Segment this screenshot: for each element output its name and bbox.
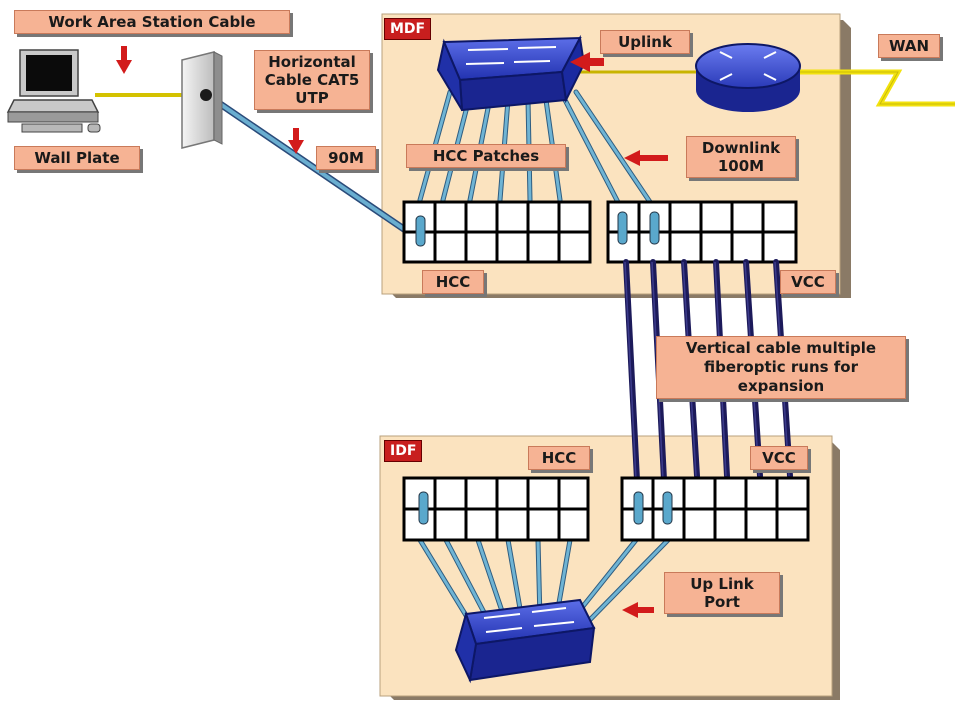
- arrow-down-station: [121, 46, 127, 62]
- router: [695, 43, 801, 112]
- idf-room: [379, 435, 840, 700]
- mdf-vcc-panel: [606, 200, 798, 264]
- arrows: [116, 46, 668, 618]
- label-vcc-idf: VCC: [750, 446, 808, 470]
- label-work-area-station-cable: Work Area Station Cable: [14, 10, 290, 34]
- mdf-hcc-panel: [402, 200, 592, 264]
- idf-hcc-panel: [402, 476, 590, 542]
- label-up-link-port: Up Link Port: [664, 572, 780, 614]
- label-wan: WAN: [878, 34, 940, 58]
- arrow-uplink: [570, 52, 604, 72]
- label-downlink: Downlink 100M: [686, 136, 796, 178]
- arrow-down-90m: [293, 128, 299, 142]
- label-hcc-mdf: HCC: [422, 270, 484, 294]
- tag-idf: IDF: [384, 440, 423, 462]
- wan-link: [790, 69, 955, 107]
- label-90m: 90M: [316, 146, 376, 170]
- idf-vcc-panel: [620, 476, 810, 542]
- label-hcc-patches: HCC Patches: [406, 144, 566, 168]
- mdf-switch: [436, 34, 586, 112]
- workstation-computer: [6, 49, 101, 133]
- tag-mdf: MDF: [384, 18, 432, 40]
- hcc-patch-cables: [417, 89, 655, 213]
- label-hcc-idf: HCC: [528, 446, 590, 470]
- label-vcc-mdf: VCC: [780, 270, 836, 294]
- label-vertical-cable: Vertical cable multiple fiberoptic runs …: [656, 336, 906, 399]
- wall-plate: [181, 51, 223, 149]
- label-uplink: Uplink: [600, 30, 690, 54]
- label-horizontal-cable: Horizontal Cable CAT5 UTP: [254, 50, 370, 110]
- arrow-uplink-port: [622, 602, 654, 618]
- idf-switch: [454, 598, 596, 684]
- arrow-downlink: [624, 150, 668, 166]
- label-wall-plate: Wall Plate: [14, 146, 140, 170]
